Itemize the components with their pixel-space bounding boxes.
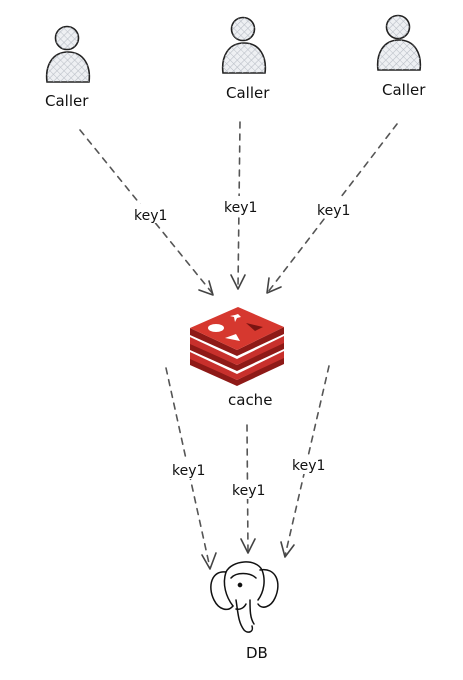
edge-label: key1 bbox=[172, 463, 205, 479]
redis-stack-icon bbox=[190, 307, 284, 386]
edge-label: key1 bbox=[134, 208, 167, 224]
person-icon bbox=[45, 25, 91, 83]
cache-node: cache bbox=[190, 307, 284, 409]
person-icon bbox=[221, 16, 267, 74]
caller-node-2: Caller bbox=[221, 16, 270, 102]
edge-label: key1 bbox=[224, 200, 257, 216]
caller-node-1: Caller bbox=[45, 25, 91, 110]
edge-label: key1 bbox=[232, 483, 265, 499]
postgres-elephant-icon bbox=[210, 561, 279, 633]
cache-label: cache bbox=[228, 391, 272, 409]
person-icon bbox=[376, 14, 422, 71]
edge-caller3-cache bbox=[266, 123, 398, 294]
db-node: DB bbox=[210, 561, 279, 662]
caller-node-3: Caller bbox=[376, 14, 426, 99]
edge-caller2-cache bbox=[230, 121, 246, 290]
caller-label: Caller bbox=[45, 92, 89, 110]
edge-label: key1 bbox=[292, 458, 325, 474]
edge-caller1-cache bbox=[79, 129, 214, 296]
edge-label: key1 bbox=[317, 203, 350, 219]
caller-label: Caller bbox=[382, 81, 426, 99]
caller-label: Caller bbox=[226, 84, 270, 102]
db-label: DB bbox=[246, 644, 268, 662]
